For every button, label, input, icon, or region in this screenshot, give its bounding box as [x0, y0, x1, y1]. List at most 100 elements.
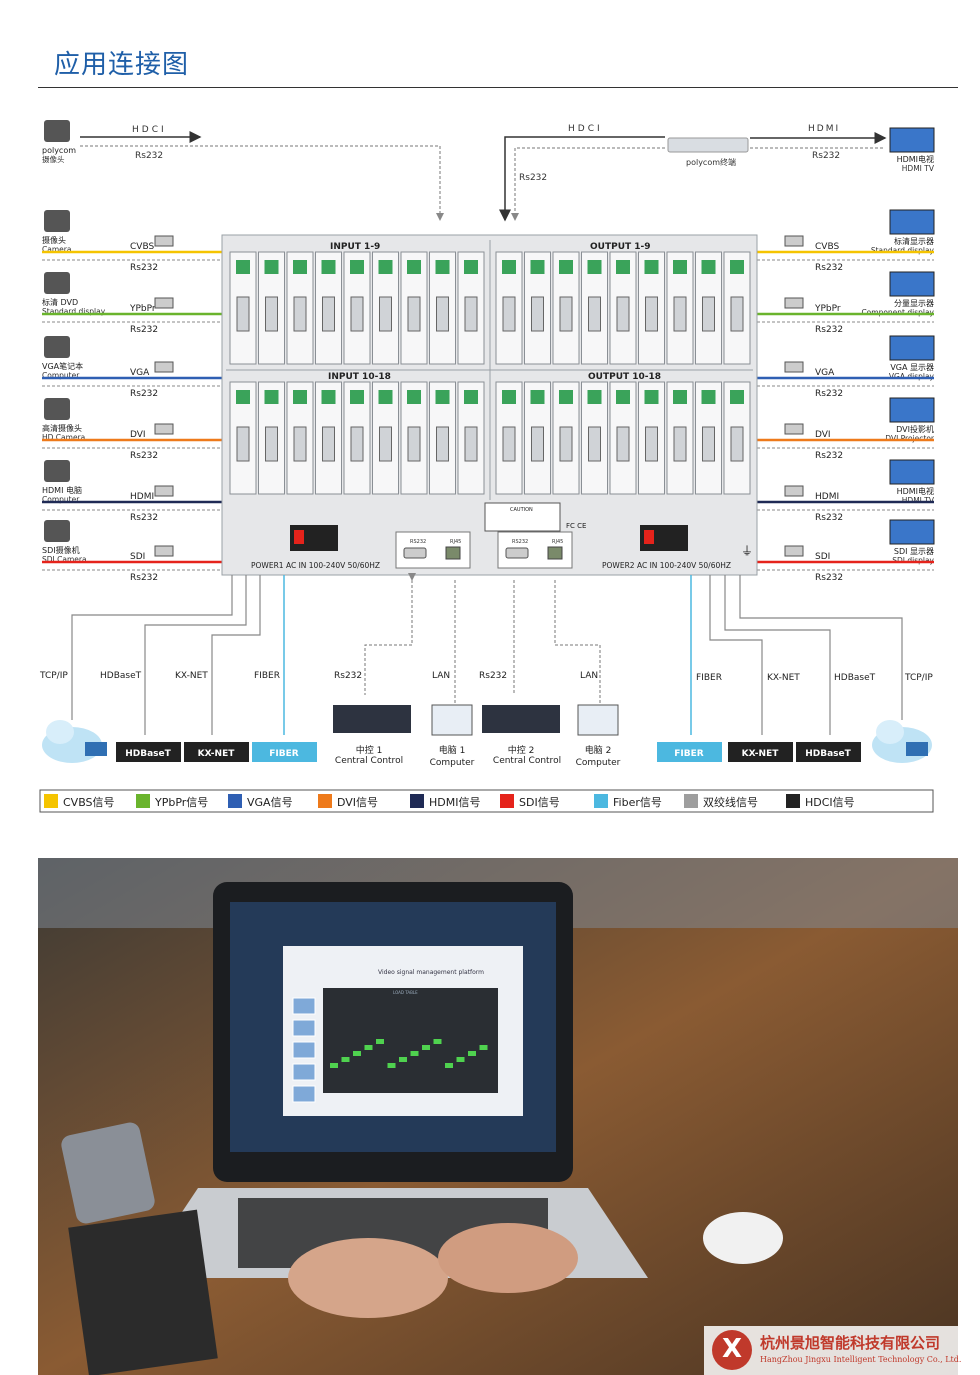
label-rs232-top-mid: Rs232	[519, 173, 547, 183]
screen-side-button-0[interactable]	[292, 997, 316, 1015]
legend-swatch-3	[318, 794, 332, 808]
io-card-terminal-2-2	[293, 390, 307, 404]
io-card-port-2-5	[379, 426, 392, 462]
signal-legend	[39, 789, 934, 813]
right-device-icon-0	[889, 127, 935, 153]
rs232-link-left	[80, 145, 444, 221]
screen-side-button-2[interactable]	[292, 1041, 316, 1059]
ctrl2-cn-label: 中控 2	[508, 744, 535, 756]
label-tcpip-left: TCP/IP	[39, 671, 68, 681]
io-card-terminal-3-7	[701, 390, 716, 404]
io-card-port-1-3	[588, 296, 601, 332]
io-card-port-0-3	[322, 296, 335, 332]
label-rs232-a: Rs232	[334, 671, 362, 681]
io-card-terminal-3-3	[587, 390, 602, 404]
right-device-label-3: VGA 显示器	[890, 363, 934, 372]
label-hdbaset-right: HDBaseT	[834, 673, 876, 683]
screen-bar-9	[433, 1039, 442, 1044]
left-connector-5	[154, 485, 174, 497]
legend-swatch-7	[684, 794, 698, 808]
legend-swatch-8	[786, 794, 800, 808]
right-device-icon-5	[889, 459, 935, 485]
bottom-wiring	[71, 573, 903, 735]
right-device-sub-1: Standard display	[871, 246, 935, 255]
notebook	[68, 1209, 218, 1375]
right-connector-5	[784, 485, 804, 497]
io-card-terminal-2-1	[264, 390, 279, 404]
fiber-box-right	[657, 742, 722, 762]
screen-side-button-4[interactable]	[292, 1085, 316, 1103]
io-card-terminal-1-3	[587, 260, 602, 274]
screen-bar-0	[330, 1063, 338, 1068]
rs232-link-top-mid	[511, 147, 665, 221]
io-card-terminal-3-0	[502, 390, 516, 404]
screen-side-button-3[interactable]	[292, 1063, 316, 1081]
power2-label: POWER2 AC IN 100-240V 50/60HZ	[602, 561, 731, 570]
label-rs232-top-right: Rs232	[812, 151, 840, 161]
left-device-sub-2: Standard display	[42, 307, 106, 316]
right-device-sub-6: SDI display	[892, 556, 934, 565]
laptop-photo: Video signal management platform LOAD TA…	[38, 858, 958, 1375]
ctrl2-rj45-port	[547, 546, 563, 560]
screen-bar-5	[387, 1063, 396, 1068]
polycom-terminal-device	[667, 137, 749, 153]
right-rs-label-6: Rs232	[815, 573, 843, 583]
io-card-port-2-2	[293, 426, 307, 462]
io-card-terminal-0-6	[407, 260, 421, 274]
io-card-terminal-0-3	[321, 260, 336, 274]
right-device-label-1: 标清显示器	[894, 236, 934, 246]
hand-left	[288, 1238, 448, 1318]
io-card-port-1-4	[616, 296, 630, 332]
left-device-icon-2	[44, 272, 70, 294]
io-card-terminal-2-7	[435, 390, 450, 404]
legend-label-3: DVI信号	[337, 796, 378, 809]
right-rs-label-5: Rs232	[815, 513, 843, 523]
hdci-link-right	[499, 136, 665, 222]
io-card-port-0-1	[265, 296, 278, 332]
left-rs-label-6: Rs232	[130, 573, 158, 583]
right-signal-label-6: SDI	[815, 552, 830, 562]
right-rs-label-1: Rs232	[815, 263, 843, 273]
pc1-en-label: Computer	[430, 758, 475, 768]
io-card-port-0-8	[464, 296, 478, 332]
label-fiber-right: FIBER	[696, 673, 722, 683]
io-card-terminal-0-7	[435, 260, 450, 274]
io-card-port-1-0	[502, 296, 516, 332]
io-card-port-1-8	[730, 296, 744, 332]
left-connector-6	[154, 545, 174, 557]
screen-bar-1	[341, 1057, 350, 1062]
left-device-label-2: 标清 DVD	[42, 297, 78, 307]
left-rs-label-2: Rs232	[130, 325, 158, 335]
ctrl1-rs232-port-label: RS232	[410, 539, 426, 545]
legend-swatch-6	[594, 794, 608, 808]
legend-label-7: 双绞线信号	[703, 795, 758, 809]
power1-switch	[294, 530, 304, 544]
hdbaset-box-right-label: HDBaseT	[805, 749, 851, 759]
screen-bar-7	[410, 1051, 419, 1056]
io-card-terminal-0-1	[264, 260, 279, 274]
screen-bar-4	[376, 1039, 384, 1044]
io-card-port-2-3	[322, 426, 335, 462]
right-device-icon-6	[889, 519, 935, 545]
right-device-icon-4	[889, 397, 935, 423]
right-connector-6	[784, 545, 804, 557]
io-card-terminal-3-6	[673, 390, 687, 404]
screen-side-button-1[interactable]	[292, 1019, 316, 1037]
io-card-port-2-7	[436, 426, 449, 462]
label-hdmi-top-right: HDMI	[808, 124, 840, 134]
smartphone	[61, 1122, 155, 1224]
central-control-2-device	[482, 705, 560, 733]
label-fiber-left: FIBER	[254, 671, 280, 681]
label-hdci-left: HDCI	[132, 125, 167, 135]
page-title: 应用连接图	[54, 50, 190, 80]
left-rs-label-4: Rs232	[130, 451, 158, 461]
kxnet-box-right	[728, 742, 793, 762]
left-device-sub-1: Camera	[42, 245, 71, 254]
left-connector-3	[154, 361, 174, 373]
io-card-port-3-4	[616, 426, 630, 462]
label-polycom-terminal: polycom终端	[686, 157, 736, 167]
chassis-input-bottom: INPUT 10-18	[328, 372, 391, 382]
left-signal-label-6: SDI	[130, 552, 145, 562]
